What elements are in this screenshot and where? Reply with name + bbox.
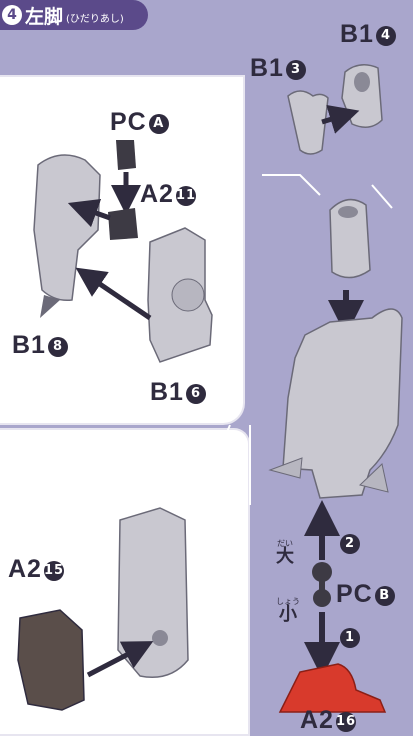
step-order-2: 2 [338, 530, 360, 555]
step-order-1: 1 [338, 624, 360, 649]
part-a2-16 [280, 664, 385, 712]
part-b1-3 [288, 91, 328, 154]
size-large-label: だい大 [276, 540, 294, 566]
part-a2-11 [108, 208, 138, 240]
part-pc-a [116, 140, 136, 170]
size-small-label: しょう小 [276, 598, 300, 624]
part-a2-15 [18, 610, 84, 710]
part-pc-b [312, 562, 332, 607]
